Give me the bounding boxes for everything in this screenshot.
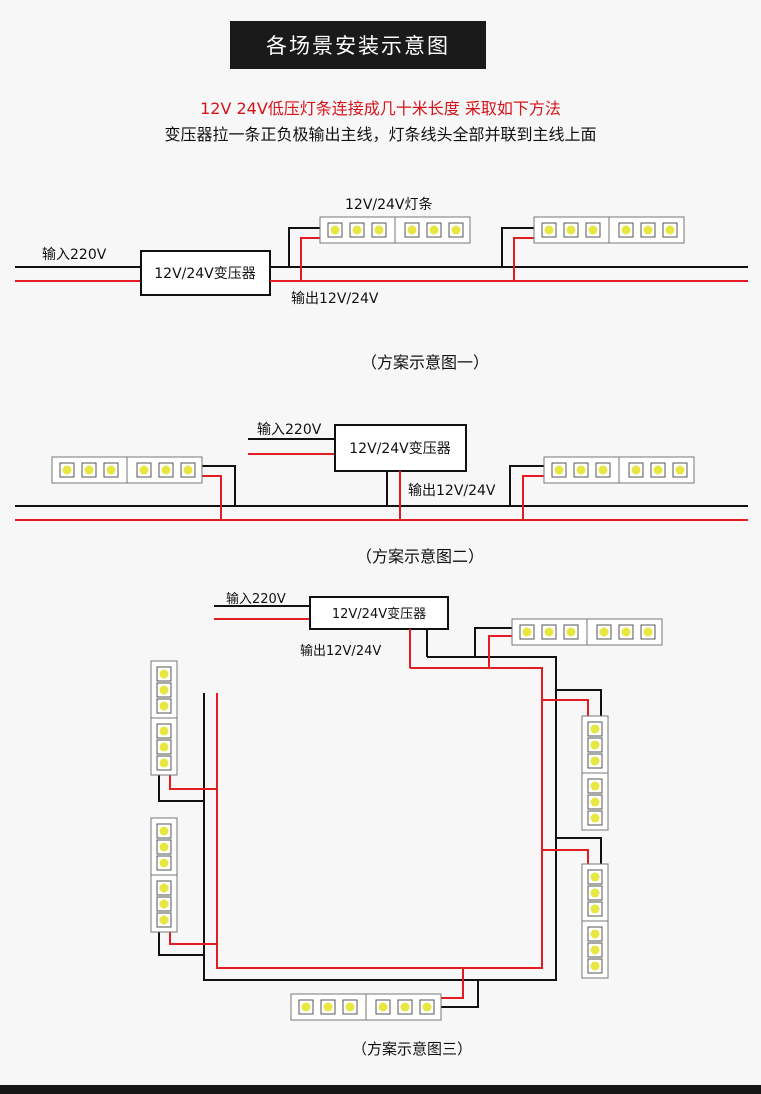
- scheme3-led-strip-bottom: [290, 993, 442, 1021]
- scheme1-strip-label: 12V/24V灯条: [345, 196, 433, 213]
- scheme3-led-strip-left-1: [150, 660, 178, 776]
- scheme3-caption: （方案示意图三）: [352, 1040, 472, 1058]
- scheme3-output-label: 输出12V/24V: [300, 643, 381, 659]
- scheme3-led-strip-left-2: [150, 817, 178, 933]
- scheme1-transformer-label: 12V/24V变压器: [154, 266, 256, 282]
- scheme2-diagram: 输入220V 12V/24V变压器 输出12V/24V （方案示意图二）: [15, 422, 748, 566]
- scheme3-diagram: 输入220V 12V/24V变压器 输出12V/24V （方案示意图三）: [150, 591, 663, 1058]
- subtitle-red: 12V 24V低压灯条连接成几十米长度 采取如下方法: [200, 99, 561, 118]
- scheme3-led-strip-top: [511, 618, 663, 646]
- scheme2-transformer-box: [334, 424, 467, 472]
- scheme2-caption: （方案示意图二）: [356, 547, 484, 566]
- scheme3-input-label: 输入220V: [226, 591, 286, 607]
- scheme1-caption: （方案示意图一）: [361, 353, 489, 372]
- scheme2-transformer-label: 12V/24V变压器: [349, 441, 451, 457]
- scheme2-output-label: 输出12V/24V: [408, 483, 496, 499]
- scheme3-transformer-box: [309, 596, 449, 630]
- scheme1-input-label: 输入220V: [42, 247, 107, 263]
- scheme2-led-strip-left: [51, 456, 203, 484]
- scheme1-output-label: 输出12V/24V: [291, 291, 379, 307]
- scheme1-diagram: 输入220V 12V/24V变压器 12V/24V灯条 输出12V/24V （方…: [15, 196, 748, 372]
- scheme1-transformer-box: [140, 250, 271, 296]
- scheme1-led-strip-2: [533, 216, 685, 244]
- subtitle-black: 变压器拉一条正负极输出主线，灯条线头全部并联到主线上面: [164, 125, 597, 144]
- scheme3-led-strip-right-1: [581, 715, 609, 831]
- scheme3-transformer-label: 12V/24V变压器: [332, 606, 426, 622]
- scheme3-led-strip-right-2: [581, 863, 609, 979]
- scheme2-led-strip-right: [543, 456, 695, 484]
- scheme2-input-label: 输入220V: [257, 422, 322, 438]
- page-title: 各场景安装示意图: [230, 21, 486, 69]
- bottom-bar: [0, 1085, 761, 1094]
- scheme1-led-strip-1: [319, 216, 471, 244]
